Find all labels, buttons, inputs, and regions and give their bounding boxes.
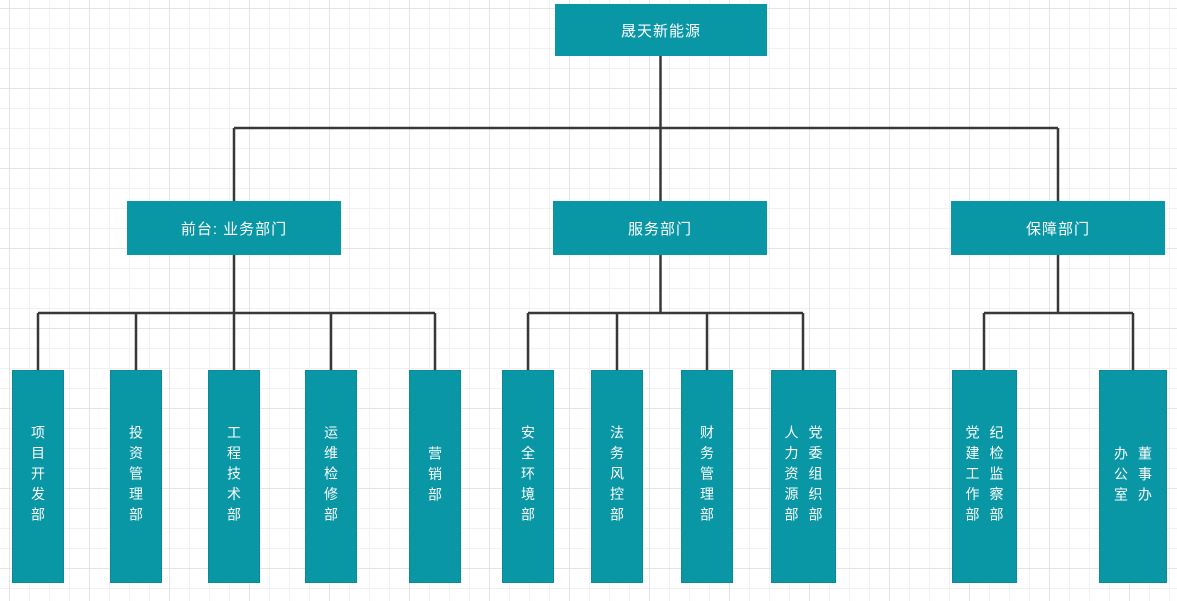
node-legal-risk-control-label: 法务风控部	[609, 425, 625, 528]
node-group-service[interactable]: 服务部门	[553, 201, 767, 255]
node-operations-maintenance[interactable]: 运维检修部	[305, 370, 357, 583]
node-group-business[interactable]: 前台: 业务部门	[127, 201, 341, 255]
node-group-business-label: 前台: 业务部门	[180, 220, 288, 238]
node-safety-environment[interactable]: 安全环境部	[502, 370, 554, 583]
node-legal-risk-control[interactable]: 法务风控部	[591, 370, 643, 583]
node-financial-management[interactable]: 财务管理部	[681, 370, 733, 583]
node-financial-management-label: 财务管理部	[699, 425, 715, 528]
node-company-root[interactable]: 晟天新能源	[555, 4, 767, 56]
connector-trunk	[232, 56, 1060, 201]
node-board-office-label: 董事办 办公室	[1113, 445, 1153, 508]
node-marketing[interactable]: 营销部	[409, 370, 461, 583]
node-group-support-label: 保障部门	[1025, 220, 1090, 238]
node-investment-management[interactable]: 投资管理部	[110, 370, 162, 583]
node-project-development[interactable]: 项目开发部	[12, 370, 64, 583]
node-party-building-discipline[interactable]: 纪检监察部 党建工作部	[952, 370, 1017, 583]
node-hr-party-organization-label: 党委组织部 人力资源部	[783, 425, 824, 528]
connector-group-support	[982, 255, 1135, 370]
node-group-service-label: 服务部门	[627, 220, 692, 238]
node-company-root-label: 晟天新能源	[620, 22, 701, 40]
node-project-development-label: 项目开发部	[30, 425, 46, 528]
node-engineering-technology[interactable]: 工程技术部	[208, 370, 260, 583]
node-safety-environment-label: 安全环境部	[520, 425, 536, 528]
connector-group-business	[36, 255, 437, 370]
node-party-building-discipline-label: 纪检监察部 党建工作部	[964, 425, 1005, 528]
node-group-support[interactable]: 保障部门	[951, 201, 1165, 255]
node-engineering-technology-label: 工程技术部	[226, 425, 242, 528]
connector-group-service	[526, 255, 805, 370]
node-operations-maintenance-label: 运维检修部	[323, 425, 339, 528]
node-investment-management-label: 投资管理部	[128, 425, 144, 528]
node-board-office[interactable]: 董事办 办公室	[1099, 370, 1167, 583]
node-hr-party-organization[interactable]: 党委组织部 人力资源部	[771, 370, 836, 583]
node-marketing-label: 营销部	[427, 445, 443, 508]
